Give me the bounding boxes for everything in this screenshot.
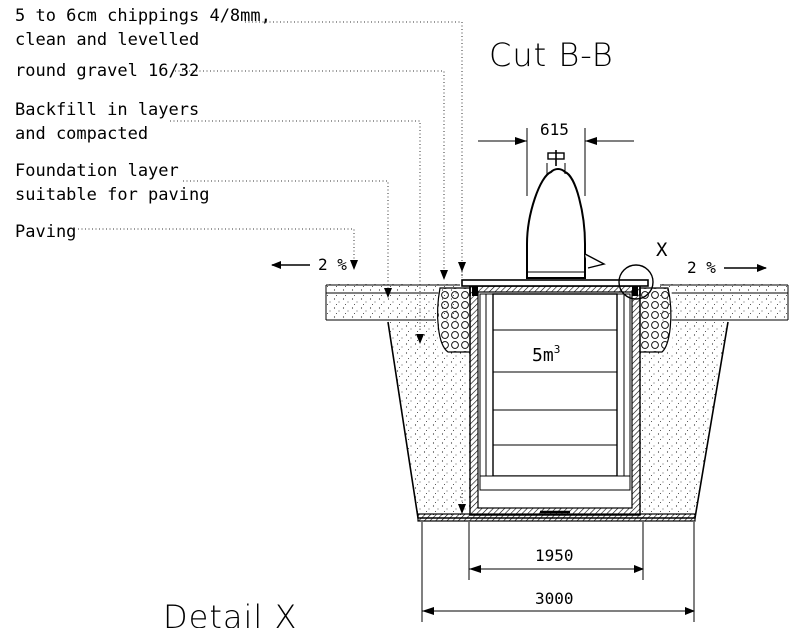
gravel-pocket xyxy=(437,287,672,353)
label-gravel: round gravel 16/32 xyxy=(15,61,199,81)
detail-marker-label: X xyxy=(656,239,668,261)
paving-layer xyxy=(325,284,789,322)
title-cut: Cut B-B xyxy=(489,36,614,74)
volume-value: 5m xyxy=(532,345,554,366)
label-backfill-2: and compacted xyxy=(15,124,148,144)
tank-lid xyxy=(461,279,649,296)
label-chippings-2: clean and levelled xyxy=(15,30,199,50)
volume-label: 5m3 xyxy=(532,343,560,366)
label-foundation-1: Foundation layer xyxy=(15,161,179,181)
dimension-615 xyxy=(478,128,634,196)
label-paving: Paving xyxy=(15,222,76,242)
label-foundation-2: suitable for paving xyxy=(15,185,209,205)
slope-label-right: 2 % xyxy=(687,258,716,277)
label-backfill-1: Backfill in layers xyxy=(15,100,199,120)
title-detail: Detail X xyxy=(163,598,297,628)
filler-dome xyxy=(526,150,606,279)
volume-exponent: 3 xyxy=(554,343,561,356)
dim-text-3000: 3000 xyxy=(535,589,574,608)
dimension-1950 xyxy=(468,522,644,580)
dim-text-1950: 1950 xyxy=(535,546,574,565)
dimension-3000 xyxy=(421,522,695,622)
label-chippings-1: 5 to 6cm chippings 4/8mm, xyxy=(15,6,271,26)
dim-text-615: 615 xyxy=(540,120,569,139)
tank-interior xyxy=(479,293,631,514)
detail-x-circle xyxy=(618,264,654,300)
slope-label-left: 2 % xyxy=(318,255,347,274)
leader-arrowheads xyxy=(350,260,466,514)
